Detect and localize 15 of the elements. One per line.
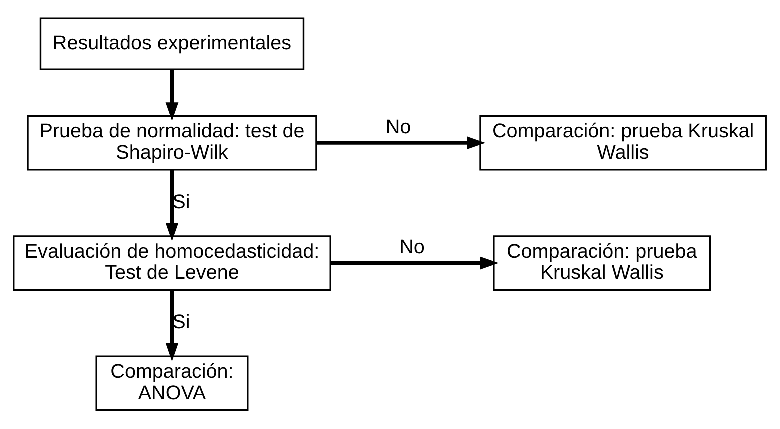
edge-label: Si (172, 191, 190, 214)
arrow (166, 290, 179, 362)
arrow (166, 70, 179, 122)
node-box: Prueba de normalidad: test de Shapiro-Wilk (27, 115, 318, 171)
edge-label: Si (172, 312, 190, 334)
node-box: Comparación: prueba Kruskal Wallis (480, 115, 767, 171)
edge-label: No (400, 236, 425, 259)
arrow (316, 136, 486, 150)
edge-label: No (386, 116, 412, 138)
node-box: Comparación: prueba Kruskal Wallis (493, 236, 712, 291)
node-box: Evaluación de homocedasticidad: Test de Levene (13, 236, 332, 291)
node-box: Comparación: ANOVA (96, 356, 249, 412)
arrow (166, 170, 179, 242)
node-box: Resultados experimentales (40, 18, 305, 70)
arrow (331, 256, 499, 270)
